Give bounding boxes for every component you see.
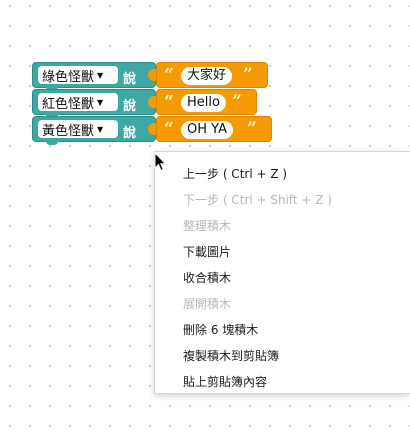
say-block-green[interactable]: 綠色怪獸 ▼ 說 “ 大家好 ” [32,62,268,91]
text-field-green[interactable]: 大家好 [181,67,233,85]
text-block-red[interactable]: “ Hello ” [156,89,257,115]
close-quote-icon: ” [243,65,253,85]
menu-item-undo[interactable]: 上一步 ( Ctrl + Z ) [183,167,288,181]
monster-dropdown-green[interactable]: 綠色怪獸 ▼ [38,66,118,85]
say-block-body[interactable]: 綠色怪獸 ▼ 說 [32,62,156,88]
menu-item-delete-blocks[interactable]: 刪除 6 塊積木 [183,323,259,337]
chevron-down-icon: ▼ [97,97,104,107]
mouse-cursor-icon [154,152,167,172]
menu-item-download-image[interactable]: 下載圖片 [183,245,232,259]
monster-dropdown-yellow[interactable]: 黃色怪獸 ▼ [38,120,118,139]
chevron-down-icon: ▼ [97,124,104,134]
text-block-green[interactable]: “ 大家好 ” [156,62,268,88]
say-block-yellow[interactable]: 黃色怪獸 ▼ 說 “ OH YA ” [32,116,272,145]
block-connector-tab [46,139,58,145]
menu-item-expand-blocks: 展開積木 [183,297,232,311]
menu-item-collapse-blocks[interactable]: 收合積木 [183,271,232,285]
value-input-notch [148,123,158,135]
text-block-yellow[interactable]: “ OH YA ” [156,116,272,142]
close-quote-icon: ” [247,119,257,139]
open-quote-icon: “ [164,92,174,112]
menu-item-paste-clipboard[interactable]: 貼上剪貼簿內容 [183,375,268,389]
chevron-down-icon: ▼ [97,70,104,80]
menu-item-copy-to-clipboard[interactable]: 複製積木到剪貼簿 [183,349,280,363]
say-block-red[interactable]: 紅色怪獸 ▼ 說 “ Hello ” [32,89,257,118]
monster-dropdown-label: 黃色怪獸 [42,123,95,139]
menu-item-redo: 下一步 ( Ctrl + Shift + Z ) [183,193,333,207]
say-label: 說 [123,126,137,141]
say-block-body[interactable]: 黃色怪獸 ▼ 說 [32,116,156,142]
context-menu: 上一步 ( Ctrl + Z ) 下一步 ( Ctrl + Shift + Z … [154,151,410,394]
close-quote-icon: ” [232,92,242,112]
say-label: 說 [123,72,137,87]
say-label: 說 [123,99,137,114]
block-connector-tab [46,85,58,91]
value-input-notch [148,96,158,108]
block-connector-tab [46,112,58,118]
monster-dropdown-red[interactable]: 紅色怪獸 ▼ [38,93,118,112]
open-quote-icon: “ [164,65,174,85]
open-quote-icon: “ [164,119,174,139]
monster-dropdown-label: 綠色怪獸 [42,69,95,85]
text-field-red[interactable]: Hello [181,94,226,112]
text-field-yellow[interactable]: OH YA [181,121,233,139]
monster-dropdown-label: 紅色怪獸 [42,96,95,112]
menu-item-clean-up: 整理積木 [183,219,232,233]
value-input-notch [148,69,158,81]
